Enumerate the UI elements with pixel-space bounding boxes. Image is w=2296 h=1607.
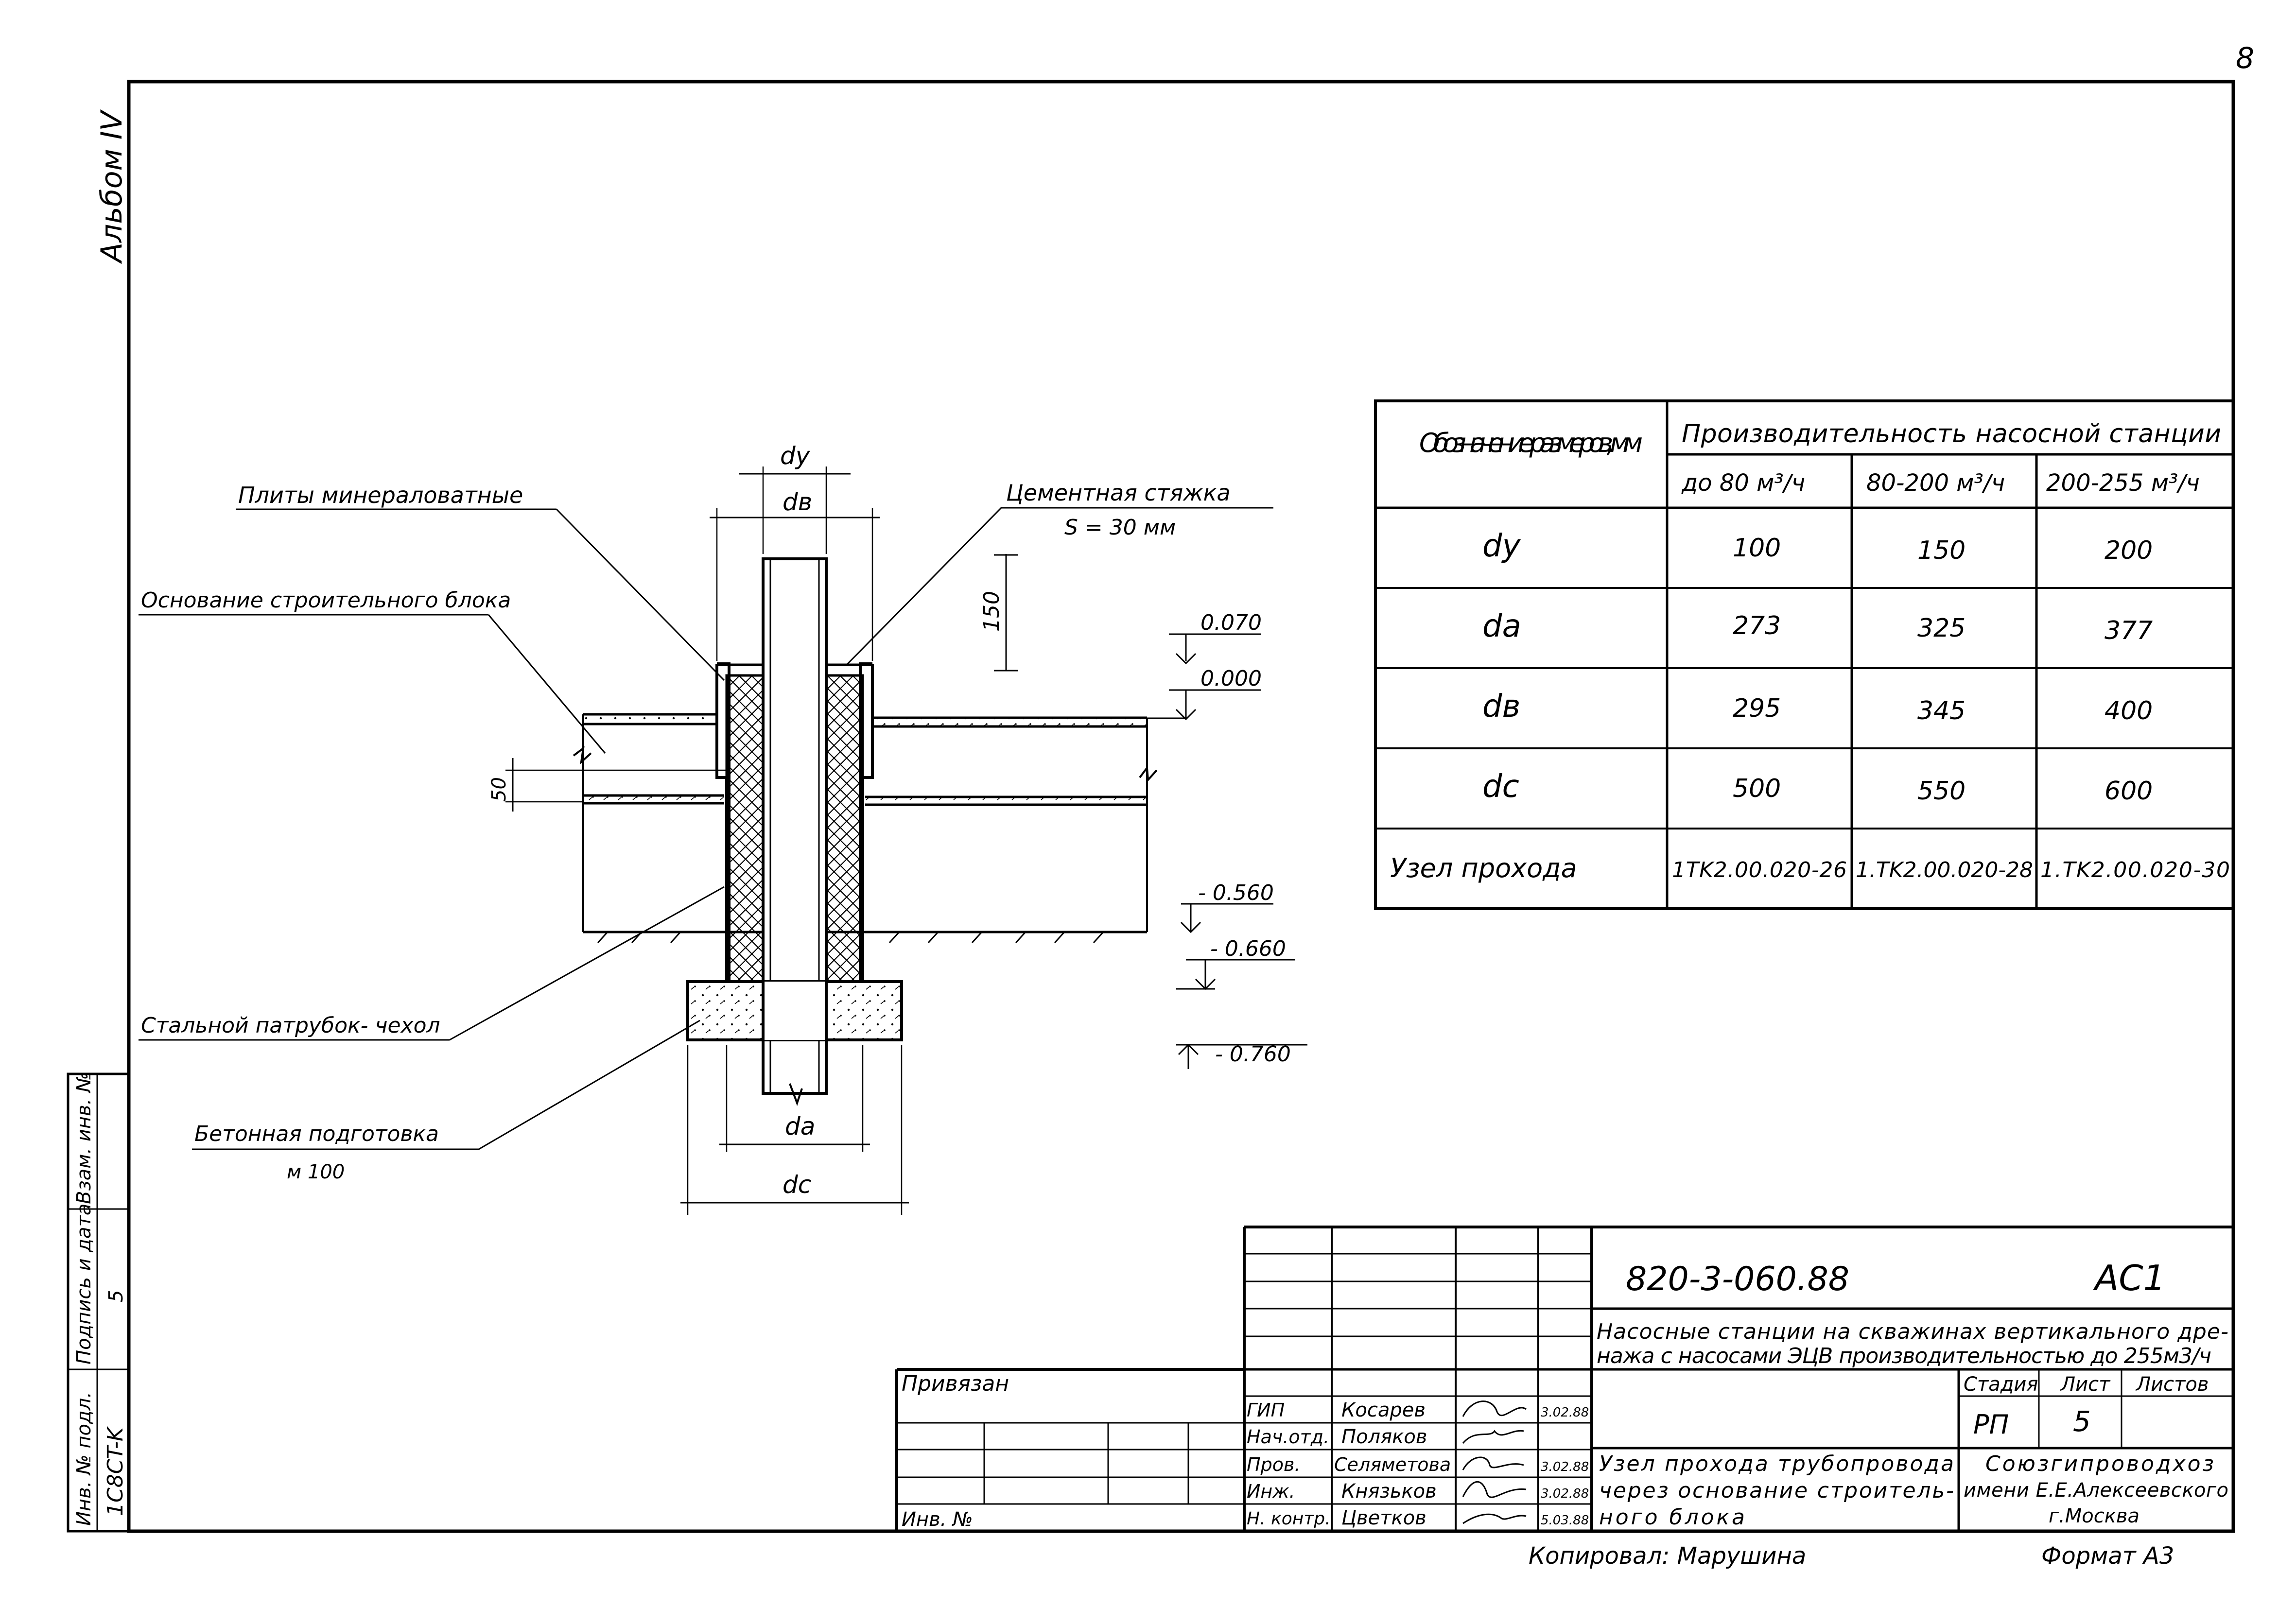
person-name: Косарев [1341, 1399, 1426, 1421]
table-cell: 377 [2105, 616, 2153, 645]
copied-by: Копировал: Марушина [1529, 1542, 1806, 1570]
person-role: Пров. [1247, 1454, 1300, 1475]
callout-screed-thickness: S = 30 мм [1064, 515, 1176, 540]
level-1: 0.070 [1200, 610, 1262, 635]
table-row-label: dc [1482, 769, 1519, 805]
person-role: ГИП [1247, 1400, 1285, 1421]
dim-dv-label: dв [783, 488, 812, 516]
person-role: Нач.отд. [1247, 1426, 1329, 1448]
callout-concrete-grade: м 100 [287, 1161, 345, 1183]
person-role: Инж. [1247, 1481, 1295, 1502]
table-row-label: Узел прохода [1390, 853, 1577, 883]
table-cell: 1.TK2.00.020-30 [2040, 858, 2230, 882]
callout-concrete-prep: Бетонная подготовка [194, 1122, 439, 1146]
person-date: 3.02.88 [1541, 1405, 1589, 1420]
table-row-label: da [1482, 608, 1521, 644]
dim-da-label: da [785, 1112, 815, 1140]
callout-steel-sleeve: Стальной патрубок- чехол [141, 1013, 440, 1038]
table-cell: 273 [1733, 611, 1781, 640]
org-line-1: Союзгипроводхоз [1985, 1451, 2214, 1476]
dim-dc: dc [680, 1045, 909, 1215]
dim-150-label: 150 [979, 591, 1004, 632]
left-strip: Инв. № подл. 1C8CT-K Подпись и дата 5 Вз… [67, 1072, 130, 1533]
sheets-header: Листов [2135, 1373, 2209, 1396]
table-cell: 550 [1917, 777, 1966, 806]
inv-no-label: Инв. № [902, 1508, 973, 1531]
table-cell: 1.TK2.00.020-28 [1856, 858, 2033, 882]
table-cell: 150 [1917, 536, 1966, 565]
callouts: Плиты минераловатные Основание строитель… [139, 480, 1273, 1183]
table-group-header: Производительность насосной станции [1682, 419, 2221, 449]
table-cell: 400 [2105, 696, 2153, 726]
project-title: Насосные станции на скважинах вертикальн… [1597, 1319, 2228, 1344]
callout-mineral-plates: Плиты минераловатные [238, 482, 523, 508]
drawing-title: Узел прохода трубопровода [1599, 1451, 1954, 1476]
dim-dv: dв [710, 488, 880, 661]
person-name: Селяметова [1334, 1454, 1451, 1475]
dim-50-label: 50 [488, 777, 510, 802]
table-cell: 200 [2105, 536, 2153, 565]
table-row-label: dв [1482, 689, 1520, 725]
person-date: 5.03.88 [1541, 1513, 1589, 1528]
person-name: Цветков [1341, 1507, 1426, 1529]
level-3: - 0.560 [1198, 881, 1274, 905]
drawing-title-2: через основание строитель- [1599, 1478, 1954, 1503]
callout-cement-screed: Цементная стяжка [1006, 480, 1231, 506]
doc-code: 820-3-060.88 [1626, 1260, 1849, 1298]
title-block: 820-3-060.88 АС1 Насосные станции на скв… [895, 1226, 2233, 1531]
dim-dy-label: dy [780, 442, 811, 470]
stage-header: Стадия [1964, 1373, 2038, 1396]
drawing-title-3: ного блока [1599, 1505, 1745, 1530]
strip-vzam: Взам. инв. № [73, 1072, 95, 1204]
stage-value: РП [1973, 1409, 2009, 1440]
person-name: Князьков [1341, 1480, 1437, 1503]
person-role: Н. контр. [1247, 1509, 1331, 1529]
sheet-value: 5 [2073, 1405, 2091, 1438]
dim-150: 150 [979, 554, 1018, 672]
table-cell: 325 [1917, 614, 1966, 643]
sheet-header: Лист [2060, 1373, 2111, 1396]
dim-dc-label: dc [783, 1171, 811, 1199]
table-cell: 1TK2.00.020-26 [1672, 858, 1847, 882]
dim-da: da [719, 1045, 870, 1152]
person-date: 3.02.88 [1541, 1460, 1589, 1474]
table-cell: 345 [1917, 696, 1966, 726]
table-col0-header: Обозначение размеров, мм [1419, 428, 1643, 458]
org-line-2: имени Е.Е.Алексеевского [1964, 1479, 2228, 1502]
page-number: 8 [2236, 41, 2254, 75]
table-cell: 100 [1733, 534, 1781, 563]
album-label: Альбом IV [95, 109, 129, 264]
table-header-3: 200-255 м³/ч [2046, 469, 2200, 497]
pipe-node-drawing: dy dв 150 50 da [139, 442, 1307, 1215]
table-header-2: 80-200 м³/ч [1866, 469, 2005, 497]
size-table: Обозначение размеров, мм Производительно… [1374, 399, 2235, 910]
table-header-1: до 80 м³/ч [1681, 469, 1805, 497]
frame-border [127, 80, 2235, 1533]
level-2: 0.000 [1200, 666, 1262, 691]
strip-sign-date: Подпись и дата [73, 1204, 95, 1365]
table-cell: 295 [1733, 694, 1781, 723]
strip-inv-podl: Инв. № подл. [73, 1392, 95, 1526]
table-cell: 500 [1733, 774, 1781, 803]
level-marks: 0.070 0.000 - 0.560 - 0.660 - 0.760 [1147, 610, 1307, 1069]
strip-sign-date-value: 5 [105, 1290, 127, 1302]
format-label: Формат А3 [2041, 1542, 2174, 1570]
project-title-2: нажа с насосами ЭЦВ производительностью … [1597, 1344, 2211, 1368]
strip-inv-podl-value: 1C8CT-K [103, 1426, 128, 1516]
table-cell: 600 [2105, 777, 2153, 806]
level-5: - 0.760 [1215, 1042, 1291, 1067]
dim-50: 50 [488, 758, 727, 812]
sheet-mark: АС1 [2093, 1258, 2165, 1298]
privyazan-label: Привязан [902, 1371, 1009, 1396]
level-4: - 0.660 [1210, 936, 1286, 961]
callout-block-base: Основание строительного блока [141, 588, 511, 613]
table-row-label: dy [1482, 528, 1521, 564]
org-line-3: г.Москва [2049, 1505, 2139, 1527]
dim-dy: dy [739, 442, 851, 554]
person-name: Поляков [1341, 1426, 1427, 1448]
person-date: 3.02.88 [1541, 1486, 1589, 1501]
